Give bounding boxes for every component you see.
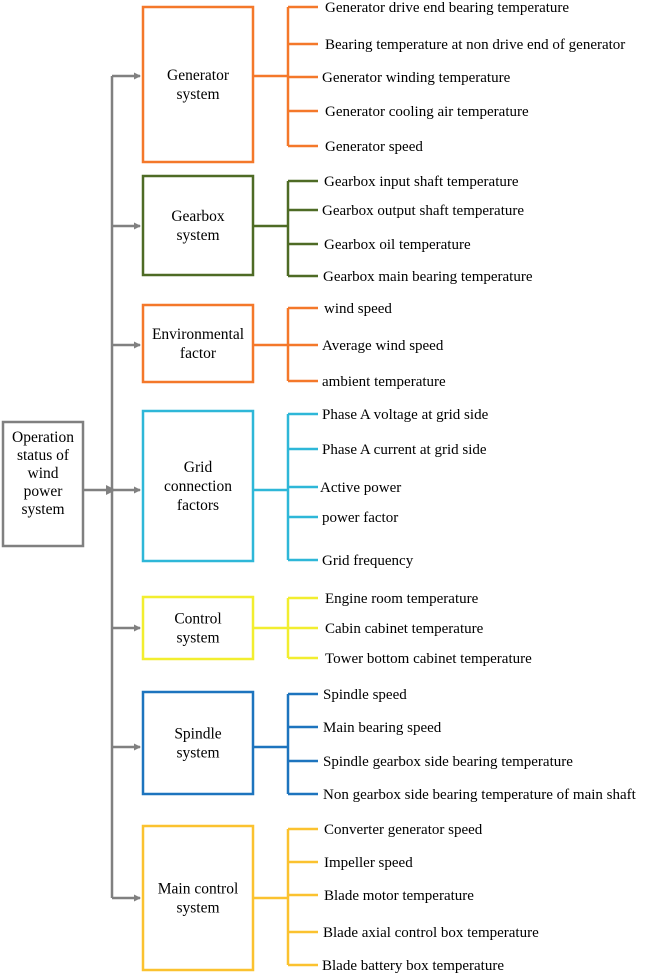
item-label: Active power bbox=[320, 480, 401, 496]
system-label-line: system bbox=[176, 745, 219, 762]
system-label-line: system bbox=[176, 900, 219, 917]
item-label: Engine room temperature bbox=[325, 591, 479, 607]
item-label: Phase A current at grid side bbox=[322, 442, 487, 458]
system-label-line: system bbox=[176, 630, 219, 647]
system-group: Gearbox system Gearbox input shaft tempera… bbox=[112, 174, 533, 285]
system-group: Grid connection factors Phase A voltage at … bbox=[112, 407, 489, 569]
root-label-line: status of bbox=[17, 447, 70, 464]
item-label: Main bearing speed bbox=[323, 720, 442, 736]
system-label: Main control system bbox=[158, 881, 239, 917]
item-label: Grid frequency bbox=[322, 553, 414, 569]
system-label: Grid connection factors bbox=[164, 459, 232, 514]
item-label: Converter generator speed bbox=[324, 822, 483, 838]
system-label-line: factor bbox=[180, 345, 217, 362]
system-label-line: system bbox=[176, 86, 219, 103]
item-label: Gearbox output shaft temperature bbox=[322, 203, 524, 219]
system-box bbox=[141, 174, 255, 277]
item-label: Gearbox input shaft temperature bbox=[324, 174, 519, 190]
item-label: power factor bbox=[322, 510, 398, 526]
item-label: Blade battery box temperature bbox=[322, 958, 504, 973]
system-group: Control system Engine room temperatureCabi… bbox=[112, 591, 532, 667]
system-box bbox=[141, 303, 255, 384]
system-box bbox=[141, 690, 255, 796]
item-label: Bearing temperature at non drive end of … bbox=[325, 37, 625, 53]
root-label-line: Operation bbox=[12, 429, 74, 446]
item-label: Generator winding temperature bbox=[322, 70, 511, 86]
item-label: Gearbox main bearing temperature bbox=[323, 269, 533, 285]
system-label-line: Environmental bbox=[152, 326, 244, 343]
system-label: Control system bbox=[174, 611, 221, 647]
item-label: wind speed bbox=[324, 301, 392, 317]
system-group: Main control system Converter generator sp… bbox=[112, 822, 539, 973]
system-label-line: Generator bbox=[167, 67, 230, 84]
system-label-line: Control bbox=[174, 611, 221, 628]
root-label-line: system bbox=[21, 501, 64, 518]
item-label: Phase A voltage at grid side bbox=[322, 407, 489, 423]
item-label: Spindle gearbox side bearing temperature bbox=[323, 754, 573, 770]
system-label-line: Gearbox bbox=[171, 208, 225, 225]
system-label: Generator system bbox=[167, 67, 230, 103]
system-label-line: system bbox=[176, 227, 219, 244]
item-label: Generator cooling air temperature bbox=[325, 104, 529, 120]
system-label: Spindle system bbox=[174, 726, 221, 762]
system-group: Generator system Generator drive end beari… bbox=[112, 0, 625, 164]
system-label: Gearbox system bbox=[171, 208, 225, 244]
root-label-line: wind bbox=[28, 465, 59, 482]
item-label: Tower bottom cabinet temperature bbox=[325, 651, 532, 667]
item-label: ambient temperature bbox=[322, 374, 446, 390]
system-box bbox=[141, 595, 255, 661]
system-label: Environmental factor bbox=[152, 326, 244, 362]
system-box bbox=[141, 409, 255, 563]
system-label-line: Grid bbox=[184, 459, 213, 476]
system-box bbox=[141, 5, 255, 164]
system-label-line: connection bbox=[164, 478, 232, 495]
item-label: Gearbox oil temperature bbox=[324, 237, 471, 253]
root-label-line: power bbox=[24, 483, 64, 500]
system-box bbox=[141, 824, 255, 972]
root-box bbox=[1, 420, 85, 548]
item-label: Blade axial control box temperature bbox=[323, 925, 539, 941]
item-label: Cabin cabinet temperature bbox=[325, 621, 484, 637]
system-label-line: factors bbox=[177, 497, 219, 514]
item-label: Spindle speed bbox=[323, 687, 407, 703]
item-label: Generator drive end bearing temperature bbox=[325, 0, 569, 16]
system-label-line: Main control bbox=[158, 881, 239, 898]
system-label-line: Spindle bbox=[174, 726, 221, 743]
item-label: Impeller speed bbox=[324, 855, 413, 871]
item-label: Non gearbox side bearing temperature of … bbox=[323, 787, 637, 803]
item-label: Generator speed bbox=[325, 139, 423, 155]
item-label: Average wind speed bbox=[322, 338, 444, 354]
item-label: Blade motor temperature bbox=[324, 888, 474, 904]
